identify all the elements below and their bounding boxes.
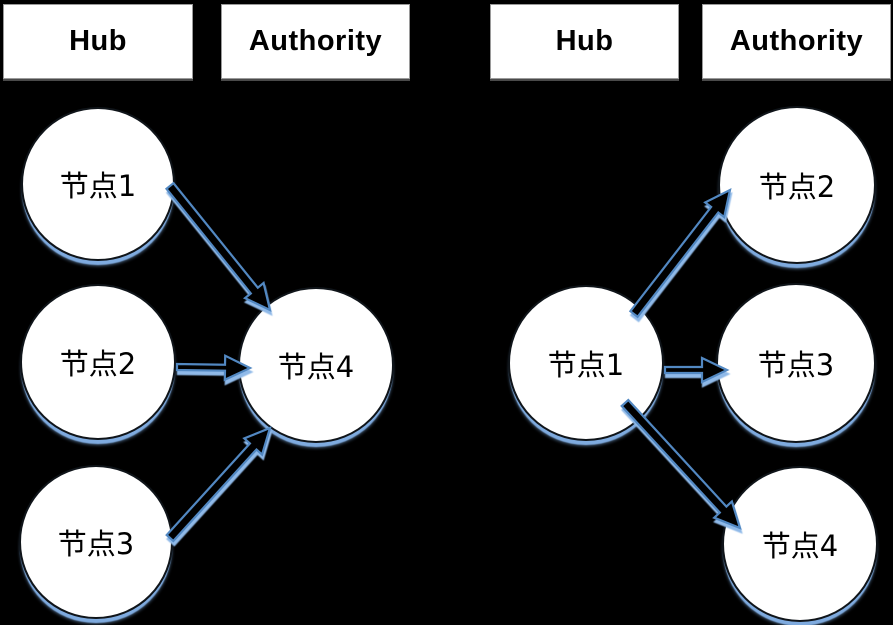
- node-right-节点3-authority: 节点3: [716, 283, 876, 443]
- arrow-L3-L4: [165, 426, 272, 543]
- arrow-L1-L4: [164, 181, 272, 312]
- node-label: 节点2: [758, 170, 836, 204]
- node-label: 节点2: [59, 347, 137, 381]
- header-label-authority-left: Authority: [248, 25, 383, 57]
- node-left-节点3-hub: 节点3: [19, 465, 173, 619]
- header-box-authority-right: Authority: [702, 4, 891, 79]
- node-label: 节点4: [761, 529, 839, 563]
- node-right-节点1-hub: 节点1: [508, 285, 664, 441]
- header-label-authority-right: Authority: [729, 25, 864, 57]
- header-label-hub-left: Hub: [69, 25, 127, 57]
- header-box-authority-left: Authority: [221, 4, 410, 79]
- header-box-hub-right: Hub: [490, 4, 679, 79]
- node-left-节点4-authority: 节点4: [238, 287, 394, 443]
- node-left-节点2-hub: 节点2: [20, 284, 176, 440]
- node-right-节点2-authority: 节点2: [718, 106, 876, 264]
- header-box-hub-left: Hub: [3, 4, 193, 79]
- header-label-hub-right: Hub: [555, 25, 614, 57]
- node-left-节点1-hub: 节点1: [21, 107, 175, 261]
- node-label: 节点3: [57, 527, 135, 561]
- node-label: 节点4: [277, 350, 355, 384]
- arrow-R1-R2: [628, 187, 732, 319]
- node-right-节点4-authority: 节点4: [722, 466, 878, 622]
- node-label: 节点1: [547, 348, 625, 382]
- node-label: 节点3: [757, 348, 835, 382]
- node-label: 节点1: [59, 169, 137, 203]
